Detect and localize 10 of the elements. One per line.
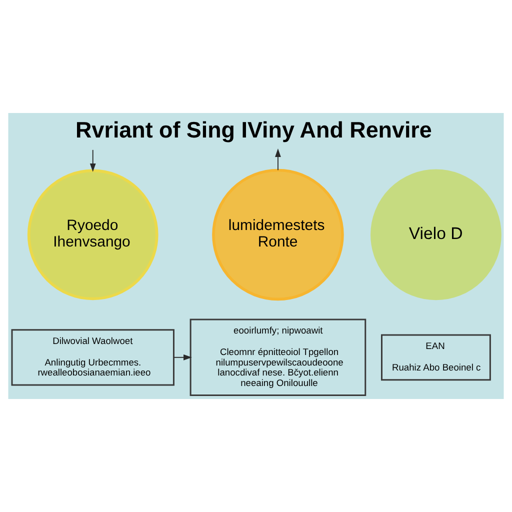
- node-box: eooirlumfy; nipwoawit Cleomnr épnitteoiol Tpgellon nilumpuservpewilscaoudeoone lanocdivaf nese. Bčyot.elienn neeaing Onilouulle: [190, 318, 366, 396]
- arrow: [173, 354, 192, 360]
- arrow: [275, 148, 281, 171]
- node-circle: lumidemestets Ronte: [212, 168, 344, 301]
- node-box: EAN Ruahiz Abo Beoinel c: [381, 334, 491, 381]
- node-box: Dilwovial Waolwoet Anlingutig Urbecmmes. rwealleobosianaemian.ieeo: [11, 329, 174, 386]
- arrow: [90, 149, 96, 172]
- node-circle: Vielo D: [370, 169, 502, 300]
- diagram-title: Rvriant of Sing IViny And Renvire: [76, 117, 432, 142]
- node-circle: Ryoedo Ihenvsango: [27, 169, 158, 300]
